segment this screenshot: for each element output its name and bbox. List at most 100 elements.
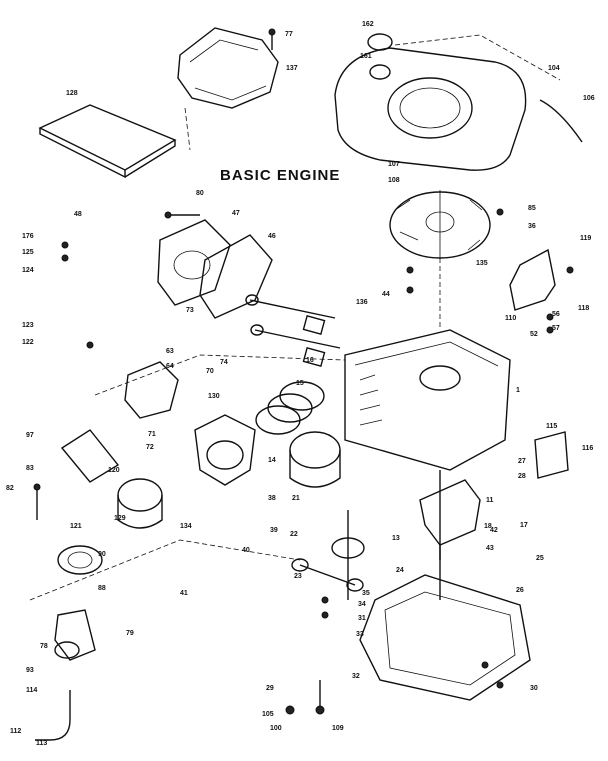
- part-number-label: 124: [22, 267, 34, 274]
- part-number-label: 119: [580, 235, 591, 242]
- part-number-label: 11: [486, 497, 494, 504]
- blower-housing: [334, 33, 561, 171]
- part-number-label: 74: [220, 359, 228, 366]
- carburetor-linkage: [124, 361, 179, 419]
- part-number-label: 100: [270, 725, 282, 732]
- intake-elbow: [54, 609, 96, 661]
- gear: [57, 545, 103, 575]
- part-number-label: 64: [166, 363, 174, 370]
- part-number-label: 135: [476, 260, 488, 267]
- part-number-label: 17: [520, 522, 528, 529]
- part-number-label: 52: [530, 331, 538, 338]
- part-number-label: 21: [292, 495, 300, 502]
- part-number-label: 108: [388, 177, 400, 184]
- part-number-label: 72: [146, 444, 154, 451]
- muffler: [117, 478, 163, 529]
- part-number-label: 129: [114, 515, 126, 522]
- diagram-title: BASIC ENGINE: [220, 167, 341, 184]
- part-number-label: 63: [166, 348, 174, 355]
- assembly-line: [29, 539, 301, 601]
- part-number-label: 70: [206, 368, 214, 375]
- part-number-label: 34: [358, 601, 366, 608]
- carburetor: [194, 414, 256, 486]
- part-number-label: 105: [262, 711, 274, 718]
- part-number-label: 18: [484, 523, 492, 530]
- part-number-label: 80: [196, 190, 204, 197]
- part-number-label: 112: [10, 728, 21, 735]
- part-number-label: 16: [306, 357, 314, 364]
- part-number-label: 118: [578, 305, 589, 312]
- part-number-label: 176: [22, 233, 34, 240]
- part-number-label: 71: [148, 431, 156, 438]
- part-number-label: 35: [362, 590, 370, 597]
- part-number-label: 47: [232, 210, 240, 217]
- part-number-label: 109: [332, 725, 344, 732]
- part-number-label: 79: [126, 630, 134, 637]
- part-number-label: 104: [548, 65, 560, 72]
- part-number-label: 130: [208, 393, 220, 400]
- part-number-label: 93: [26, 667, 34, 674]
- part-number-label: 73: [186, 307, 194, 314]
- part-number-label: 23: [294, 573, 302, 580]
- part-number-label: 114: [26, 687, 37, 694]
- part-number-label: 90: [98, 551, 106, 558]
- assembly-line: [184, 107, 191, 151]
- part-number-label: 25: [536, 555, 544, 562]
- part-number-label: 137: [286, 65, 298, 72]
- part-number-label: 32: [352, 673, 360, 680]
- crankshaft: [419, 470, 481, 600]
- part-number-label: 77: [285, 31, 293, 38]
- part-number-label: 40: [242, 547, 250, 554]
- part-number-label: 134: [180, 523, 192, 530]
- part-number-label: 14: [268, 457, 276, 464]
- part-number-label: 162: [362, 21, 374, 28]
- part-number-label: 44: [382, 291, 390, 298]
- part-number-label: 29: [266, 685, 274, 692]
- part-number-label: 27: [518, 458, 526, 465]
- flywheel: [389, 190, 491, 259]
- part-number-label: 125: [22, 249, 34, 256]
- bracket: [509, 248, 556, 311]
- part-number-label: 15: [296, 380, 304, 387]
- part-number-label: 85: [528, 205, 536, 212]
- part-number-label: 13: [392, 535, 400, 542]
- part-number-label: 82: [6, 485, 14, 492]
- head-gasket: [199, 234, 273, 319]
- part-number-label: 161: [360, 53, 372, 60]
- part-number-label: 36: [528, 223, 536, 230]
- part-number-label: 41: [180, 590, 188, 597]
- cover-plate: [534, 431, 569, 479]
- part-number-label: 113: [36, 740, 47, 747]
- muffler-deflector: [60, 429, 120, 483]
- oil-sump: [359, 574, 531, 701]
- valves: [245, 294, 341, 367]
- engine-block: [344, 329, 511, 471]
- piston-rings: [255, 381, 325, 435]
- air-cleaner-cover: [177, 27, 279, 109]
- hardware-bolts: [33, 28, 574, 715]
- part-number-label: 122: [22, 339, 34, 346]
- cylinder-head: [157, 219, 231, 306]
- part-number-label: 57: [552, 325, 560, 332]
- part-number-label: 43: [486, 545, 494, 552]
- part-number-label: 123: [22, 322, 34, 329]
- part-number-label: 88: [98, 585, 106, 592]
- part-number-label: 115: [546, 423, 557, 430]
- part-number-label: 39: [270, 527, 278, 534]
- part-number-label: 110: [505, 315, 516, 322]
- part-number-label: 28: [518, 473, 526, 480]
- part-number-label: 128: [66, 90, 78, 97]
- camshaft: [331, 510, 365, 600]
- part-number-label: 26: [516, 587, 524, 594]
- part-number-label: 1: [516, 387, 520, 394]
- part-number-label: 107: [388, 161, 400, 168]
- part-number-label: 121: [70, 523, 82, 530]
- part-number-label: 116: [582, 445, 593, 452]
- part-number-label: 83: [26, 465, 34, 472]
- part-number-label: 24: [396, 567, 404, 574]
- part-number-label: 120: [108, 467, 120, 474]
- air-filter: [38, 104, 177, 179]
- part-number-label: 136: [356, 299, 368, 306]
